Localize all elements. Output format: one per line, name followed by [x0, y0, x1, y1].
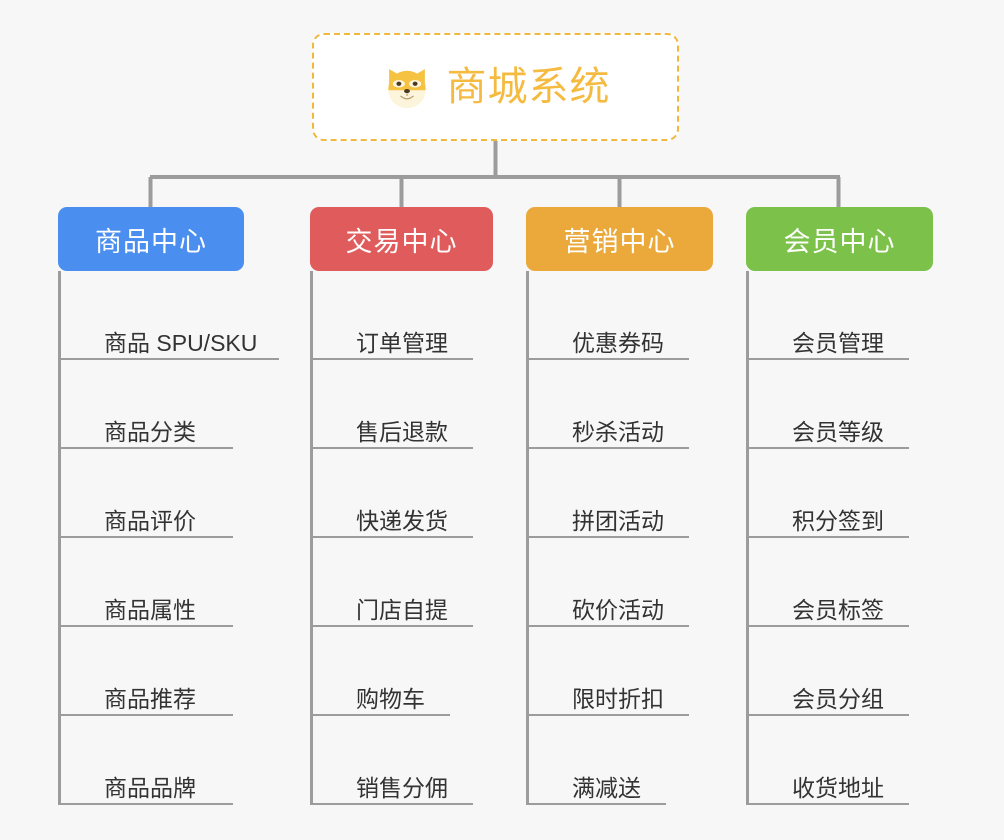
leaf-rule [61, 536, 233, 538]
leaf-label: 优惠券码 [572, 329, 664, 356]
branch-header-product[interactable]: 商品中心 [58, 207, 244, 271]
list-item[interactable]: 商品品牌 [61, 716, 244, 805]
leaf-rule [313, 625, 473, 627]
list-item[interactable]: 购物车 [313, 627, 493, 716]
branch-items-product: 商品 SPU/SKU 商品分类 商品评价 商品属性 商品推荐 商品品牌 [58, 271, 279, 805]
leaf-rule [529, 625, 689, 627]
list-item[interactable]: 限时折扣 [529, 627, 713, 716]
list-item[interactable]: 商品 SPU/SKU [61, 271, 279, 360]
leaf-rule [313, 447, 473, 449]
leaf-label: 销售分佣 [356, 774, 448, 801]
leaf-rule [749, 803, 909, 805]
list-item[interactable]: 门店自提 [313, 538, 493, 627]
leaf-rule [749, 625, 909, 627]
list-item[interactable]: 会员等级 [749, 360, 933, 449]
branch-header-label: 会员中心 [783, 226, 896, 257]
list-item[interactable]: 收货地址 [749, 716, 933, 805]
list-item[interactable]: 满减送 [529, 716, 713, 805]
shiba-dog-face-icon [387, 69, 426, 109]
leaf-rule [61, 447, 233, 449]
leaf-label: 订单管理 [356, 329, 448, 356]
branch-header-label: 交易中心 [345, 226, 458, 257]
leaf-label: 会员标签 [792, 596, 884, 623]
leaf-label: 商品属性 [104, 596, 196, 623]
branch-header-trade[interactable]: 交易中心 [310, 207, 493, 271]
leaf-rule [529, 536, 689, 538]
leaf-rule [749, 536, 909, 538]
leaf-rule [313, 358, 473, 360]
leaf-rule [529, 358, 689, 360]
leaf-label: 砍价活动 [572, 596, 664, 623]
list-item[interactable]: 会员分组 [749, 627, 933, 716]
list-item[interactable]: 商品评价 [61, 449, 244, 538]
leaf-label: 积分签到 [792, 507, 884, 534]
leaf-label: 购物车 [356, 685, 425, 712]
root-title: 商城系统 [446, 65, 611, 109]
list-item[interactable]: 积分签到 [749, 449, 933, 538]
leaf-label: 会员管理 [792, 329, 884, 356]
list-item[interactable]: 订单管理 [313, 271, 493, 360]
branch-column-product: 商品中心 商品 SPU/SKU 商品分类 商品评价 商品属性 商品推荐 [58, 207, 279, 805]
list-item[interactable]: 销售分佣 [313, 716, 493, 805]
leaf-rule [529, 803, 666, 805]
root-node[interactable]: 商城系统 [312, 33, 679, 141]
branch-items-member: 会员管理 会员等级 积分签到 会员标签 会员分组 收货地址 [746, 271, 933, 805]
leaf-rule [749, 714, 909, 716]
leaf-rule [313, 536, 473, 538]
leaf-label: 会员等级 [792, 418, 884, 445]
leaf-label: 秒杀活动 [572, 418, 664, 445]
leaf-rule [61, 714, 233, 716]
leaf-label: 商品评价 [104, 507, 196, 534]
leaf-label: 收货地址 [792, 774, 884, 801]
leaf-rule [313, 714, 450, 716]
list-item[interactable]: 会员标签 [749, 538, 933, 627]
leaf-label: 满减送 [572, 774, 641, 801]
branch-items-marketing: 优惠券码 秒杀活动 拼团活动 砍价活动 限时折扣 满减送 [526, 271, 713, 805]
list-item[interactable]: 优惠券码 [529, 271, 713, 360]
branch-column-member: 会员中心 会员管理 会员等级 积分签到 会员标签 会员分组 [746, 207, 933, 805]
leaf-label: 限时折扣 [572, 685, 664, 712]
leaf-rule [749, 447, 909, 449]
list-item[interactable]: 砍价活动 [529, 538, 713, 627]
branch-items-trade: 订单管理 售后退款 快递发货 门店自提 购物车 销售分佣 [310, 271, 493, 805]
leaf-label: 商品 SPU/SKU [104, 329, 258, 356]
branch-column-trade: 交易中心 订单管理 售后退款 快递发货 门店自提 购物车 [310, 207, 493, 805]
leaf-rule [61, 625, 233, 627]
leaf-label: 商品分类 [104, 418, 196, 445]
leaf-rule [61, 803, 233, 805]
leaf-rule [529, 447, 689, 449]
branch-header-member[interactable]: 会员中心 [746, 207, 933, 271]
leaf-label: 售后退款 [356, 418, 448, 445]
list-item[interactable]: 会员管理 [749, 271, 933, 360]
leaf-label: 商品品牌 [104, 774, 196, 801]
leaf-label: 快递发货 [356, 507, 448, 534]
list-item[interactable]: 拼团活动 [529, 449, 713, 538]
list-item[interactable]: 商品分类 [61, 360, 244, 449]
leaf-rule [529, 714, 689, 716]
leaf-label: 拼团活动 [572, 507, 664, 534]
list-item[interactable]: 商品属性 [61, 538, 244, 627]
leaf-rule [313, 803, 473, 805]
leaf-label: 会员分组 [792, 685, 884, 712]
list-item[interactable]: 商品推荐 [61, 627, 244, 716]
leaf-label: 门店自提 [356, 596, 448, 623]
branch-column-marketing: 营销中心 优惠券码 秒杀活动 拼团活动 砍价活动 限时折扣 [526, 207, 713, 805]
list-item[interactable]: 快递发货 [313, 449, 493, 538]
leaf-label: 商品推荐 [104, 685, 196, 712]
branch-header-marketing[interactable]: 营销中心 [526, 207, 713, 271]
branch-header-label: 商品中心 [95, 226, 207, 257]
branch-header-label: 营销中心 [563, 226, 676, 257]
leaf-rule [749, 358, 909, 360]
list-item[interactable]: 秒杀活动 [529, 360, 713, 449]
list-item[interactable]: 售后退款 [313, 360, 493, 449]
leaf-rule [61, 358, 279, 360]
